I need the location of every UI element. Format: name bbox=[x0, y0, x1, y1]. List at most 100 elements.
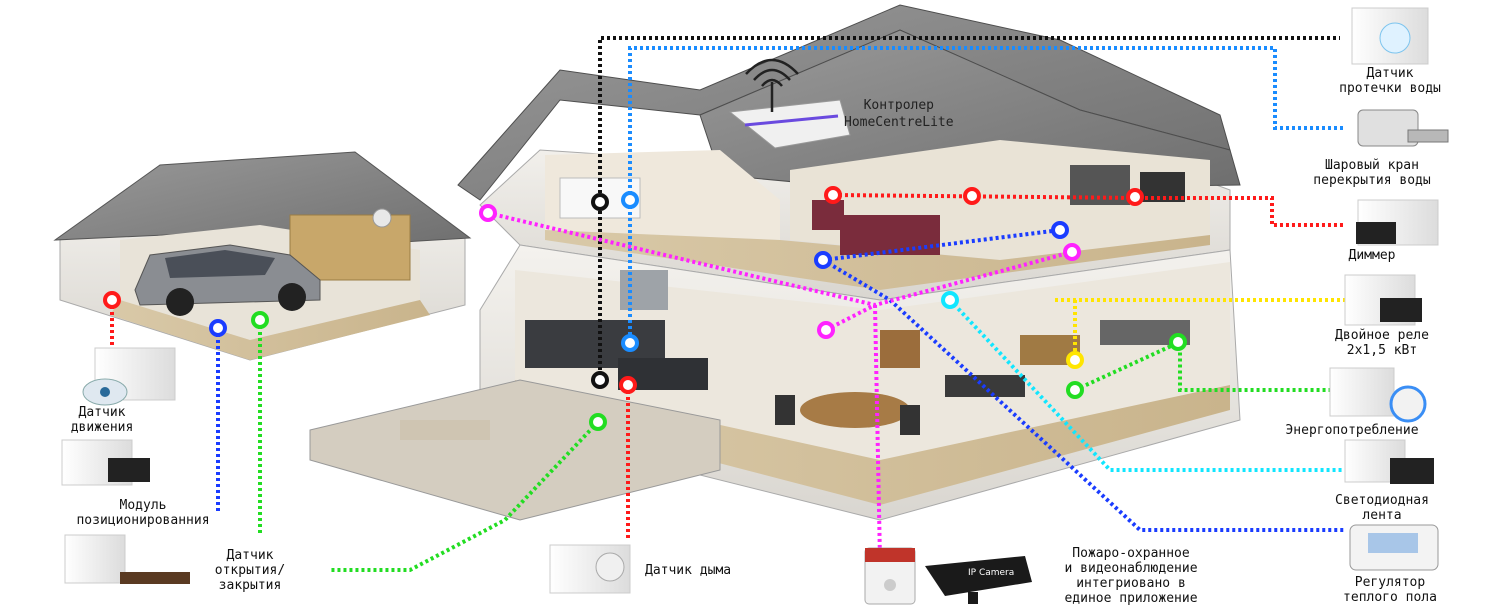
label-line: Шаровый кран bbox=[1325, 158, 1419, 173]
label-line: позиционированния bbox=[76, 513, 210, 528]
label-line: Датчик bbox=[1366, 66, 1414, 81]
positioning-module-box bbox=[61, 439, 150, 486]
label-dimmer: Диммер bbox=[1349, 248, 1396, 263]
label-line: Регулятор bbox=[1354, 575, 1426, 590]
dimmer-box bbox=[1356, 199, 1439, 246]
label-line: движения bbox=[70, 420, 134, 435]
sensor-ring-magenta bbox=[479, 204, 497, 222]
label-line: интегриовано в bbox=[1076, 576, 1186, 591]
door-sensor-box bbox=[64, 534, 190, 584]
ip-camera-label: IP Camera bbox=[968, 568, 1014, 578]
sensor-ring-red bbox=[1126, 188, 1144, 206]
sensor-ring-black bbox=[591, 371, 609, 389]
lightblue-line bbox=[628, 46, 1345, 200]
blue-line-heating bbox=[821, 258, 1345, 532]
green-line-door bbox=[330, 420, 600, 572]
kitchen-cabinet bbox=[620, 270, 668, 310]
dining-chair bbox=[900, 405, 920, 435]
motion-sensor-box bbox=[82, 347, 176, 406]
sensor-ring-yellow bbox=[1066, 351, 1084, 369]
sensor-ring-black bbox=[591, 193, 609, 211]
label-line: Датчик дыма bbox=[645, 563, 732, 578]
sensor-ring-green bbox=[1066, 381, 1084, 399]
router-controller bbox=[728, 58, 851, 149]
sensor-ring-blue bbox=[209, 319, 227, 337]
label-line: Пожаро-охранное bbox=[1072, 546, 1190, 561]
sensor-ring-red bbox=[963, 187, 981, 205]
label-line: и видеонаблюдение bbox=[1064, 561, 1198, 576]
sensor-ring-magenta bbox=[817, 321, 835, 339]
bed bbox=[840, 215, 940, 255]
label-line: Энергопотребление bbox=[1285, 423, 1419, 438]
sensor-ring-green bbox=[1169, 333, 1187, 351]
device-images: IP Camera bbox=[61, 7, 1449, 605]
label-smoke: Датчик дыма bbox=[645, 563, 731, 578]
connection-lines bbox=[110, 36, 1345, 572]
garage bbox=[53, 151, 472, 361]
water-leak-sensor-box bbox=[1351, 7, 1429, 65]
label-line: Модуль bbox=[119, 498, 167, 513]
label-line: Датчик bbox=[78, 405, 126, 420]
sensor-ring-red bbox=[103, 291, 121, 309]
label-line: закрытия bbox=[218, 578, 282, 593]
energy-plug bbox=[1329, 367, 1427, 423]
sensor-ring-blue bbox=[814, 251, 832, 269]
thermostat-device bbox=[1349, 524, 1439, 571]
label-line: 2х1,5 кВт bbox=[1346, 343, 1418, 358]
sensor-ring-green bbox=[589, 413, 607, 431]
deck bbox=[309, 379, 721, 521]
cabinet bbox=[880, 330, 920, 368]
sensor-ring-lightblue bbox=[621, 191, 639, 209]
label-line: Датчик bbox=[226, 548, 274, 563]
sensor-ring-lightblue bbox=[621, 334, 639, 352]
red-line-upstairs bbox=[832, 193, 1345, 227]
sensor-ring-magenta bbox=[1063, 243, 1081, 261]
dining-chair bbox=[775, 395, 795, 425]
dining-table bbox=[800, 392, 910, 428]
smoke-sensor-box bbox=[549, 544, 631, 594]
blue-line-main bbox=[822, 228, 1061, 262]
controller-label-line2: HomeCentreLite bbox=[844, 115, 954, 130]
ip-camera-device: IP Camera bbox=[925, 556, 1032, 604]
label-line: теплого пола bbox=[1343, 590, 1437, 605]
black-line bbox=[598, 36, 1340, 205]
sensor-ring-cyan bbox=[941, 291, 959, 309]
garage-shelves bbox=[289, 214, 411, 281]
green-line-energy bbox=[1074, 338, 1345, 392]
garage-camera bbox=[372, 208, 392, 228]
sensor-rings bbox=[103, 186, 1187, 431]
label-line: Диммер bbox=[1348, 248, 1396, 263]
label-line: перекрытия воды bbox=[1313, 173, 1431, 188]
siren-device bbox=[864, 547, 916, 605]
double-relay-box bbox=[1344, 274, 1422, 326]
sensor-ring-red bbox=[619, 376, 637, 394]
label-line: Двойное реле bbox=[1335, 328, 1429, 343]
sensor-ring-green bbox=[251, 311, 269, 329]
sensor-ring-blue bbox=[1051, 221, 1069, 239]
label-line: протечки воды bbox=[1339, 81, 1441, 96]
label-energy: Энергопотребление bbox=[1285, 423, 1418, 438]
sensor-ring-red bbox=[824, 186, 842, 204]
label-line: Светодиодная bbox=[1335, 493, 1429, 508]
label-line: открытия/ bbox=[214, 563, 286, 578]
ball-valve-device bbox=[1357, 109, 1449, 147]
controller-label-line1: Контролер bbox=[863, 98, 935, 113]
label-line: лента bbox=[1362, 508, 1402, 523]
led-strip-box bbox=[1344, 439, 1434, 484]
magenta-line-down bbox=[873, 304, 882, 561]
controller-label: Контролер HomeCentreLite bbox=[844, 97, 954, 131]
car bbox=[134, 244, 321, 316]
deck-table bbox=[400, 420, 490, 440]
label-line: единое приложение bbox=[1064, 591, 1198, 606]
